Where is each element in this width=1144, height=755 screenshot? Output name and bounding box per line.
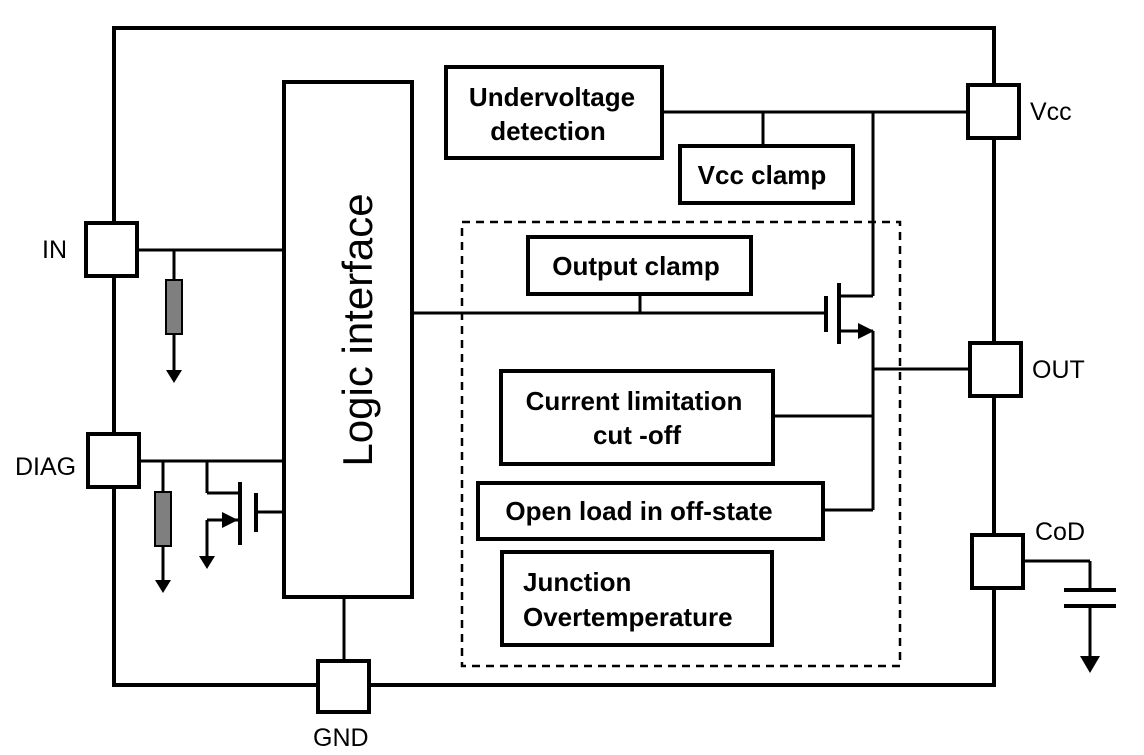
undervoltage-label-line1: Undervoltage	[469, 82, 635, 112]
current-limitation-label-line2: cut -off	[593, 420, 681, 450]
in-pulldown-resistor	[165, 279, 183, 335]
pin-diag	[86, 432, 141, 489]
pin-in-label: IN	[42, 236, 67, 264]
pin-vcc	[966, 83, 1021, 140]
open-load-label: Open load in off-state	[505, 496, 772, 526]
diag-fet-ground-arrow	[199, 556, 215, 569]
vcc-clamp-block	[678, 144, 855, 205]
pin-gnd-label: GND	[313, 724, 369, 752]
junction-overtemperature-block	[500, 550, 774, 647]
pin-cod-label: CoD	[1035, 518, 1085, 546]
undervoltage-label-line2: detection	[490, 116, 606, 146]
diag-fet-arrow	[222, 512, 238, 528]
junction-label-line1: Junction	[523, 567, 631, 597]
junction-label-line2: Overtemperature	[523, 602, 733, 632]
output-clamp-block	[526, 235, 753, 296]
diag-pulldown-resistor	[154, 491, 172, 547]
diag-ground-arrow	[155, 580, 171, 593]
current-limitation-label-line1: Current limitation	[526, 386, 743, 416]
pin-cod	[970, 533, 1025, 590]
pin-diag-label: DIAG	[15, 453, 76, 481]
power-fet-arrow	[858, 323, 874, 339]
output-clamp-label: Output clamp	[552, 251, 720, 281]
pin-out	[968, 341, 1023, 398]
pin-gnd	[316, 659, 371, 714]
power-stage-region	[460, 220, 902, 668]
pin-out-label: OUT	[1032, 356, 1085, 384]
open-load-block	[476, 481, 825, 541]
pin-vcc-label: Vcc	[1030, 98, 1072, 126]
logic-interface-label: Logic interface	[334, 193, 381, 466]
pin-in	[84, 221, 139, 278]
vcc-clamp-label: Vcc clamp	[698, 160, 827, 190]
current-limitation-block	[499, 369, 775, 466]
cod-ground-arrow	[1080, 656, 1100, 673]
logic-interface-block	[282, 80, 414, 599]
in-ground-arrow	[166, 370, 182, 383]
